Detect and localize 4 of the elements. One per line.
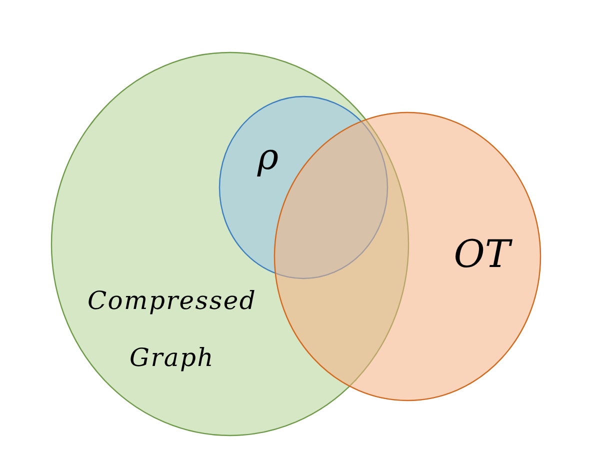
venn-circle [51,52,409,436]
set-label: Compressed Graph [86,285,258,374]
set-label: ρ [256,138,280,178]
set-label: OT [452,234,514,276]
